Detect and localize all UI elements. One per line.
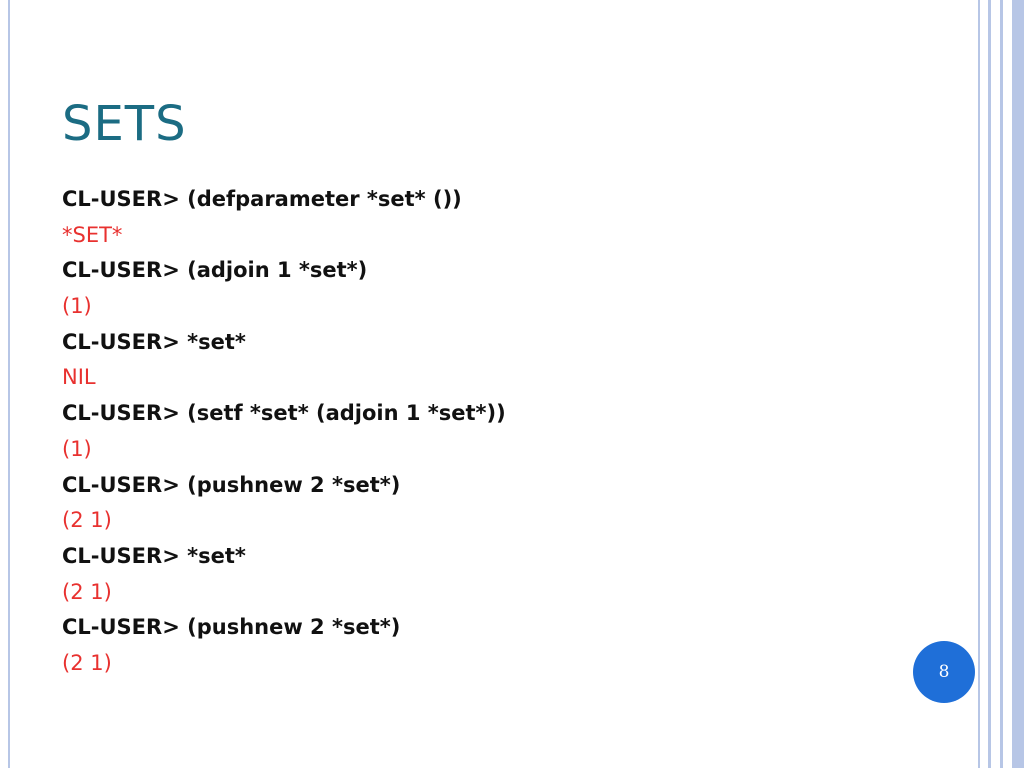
- right-border-decoration: [976, 0, 1024, 768]
- repl-input-line: CL-USER> *set*: [62, 543, 246, 568]
- repl-output-line: (2 1): [62, 508, 112, 533]
- repl-input-line: CL-USER> (defparameter *set* ()): [62, 187, 462, 211]
- left-border-decoration: [0, 0, 10, 768]
- repl-output-line: *SET*: [62, 222, 123, 247]
- repl-output-line: (1): [62, 294, 92, 319]
- repl-input-line: CL-USER> (pushnew 2 *set*): [62, 472, 401, 497]
- repl-input-line: CL-USER> *set*: [62, 329, 246, 354]
- repl-transcript: CL-USER> (defparameter *set* ()) *SET* C…: [62, 182, 506, 682]
- repl-output-line: (2 1): [62, 650, 112, 675]
- repl-output-line: (2 1): [62, 579, 112, 604]
- repl-input-line: CL-USER> (pushnew 2 *set*): [62, 615, 401, 640]
- page-number: 8: [938, 662, 950, 682]
- page-number-badge: 8: [913, 641, 975, 703]
- repl-output-line: (1): [62, 436, 92, 461]
- slide-title: SETS: [62, 96, 187, 152]
- repl-output-line: NIL: [62, 365, 96, 390]
- repl-input-line: CL-USER> (adjoin 1 *set*): [62, 258, 368, 283]
- repl-input-line: CL-USER> (setf *set* (adjoin 1 *set*)): [62, 401, 506, 426]
